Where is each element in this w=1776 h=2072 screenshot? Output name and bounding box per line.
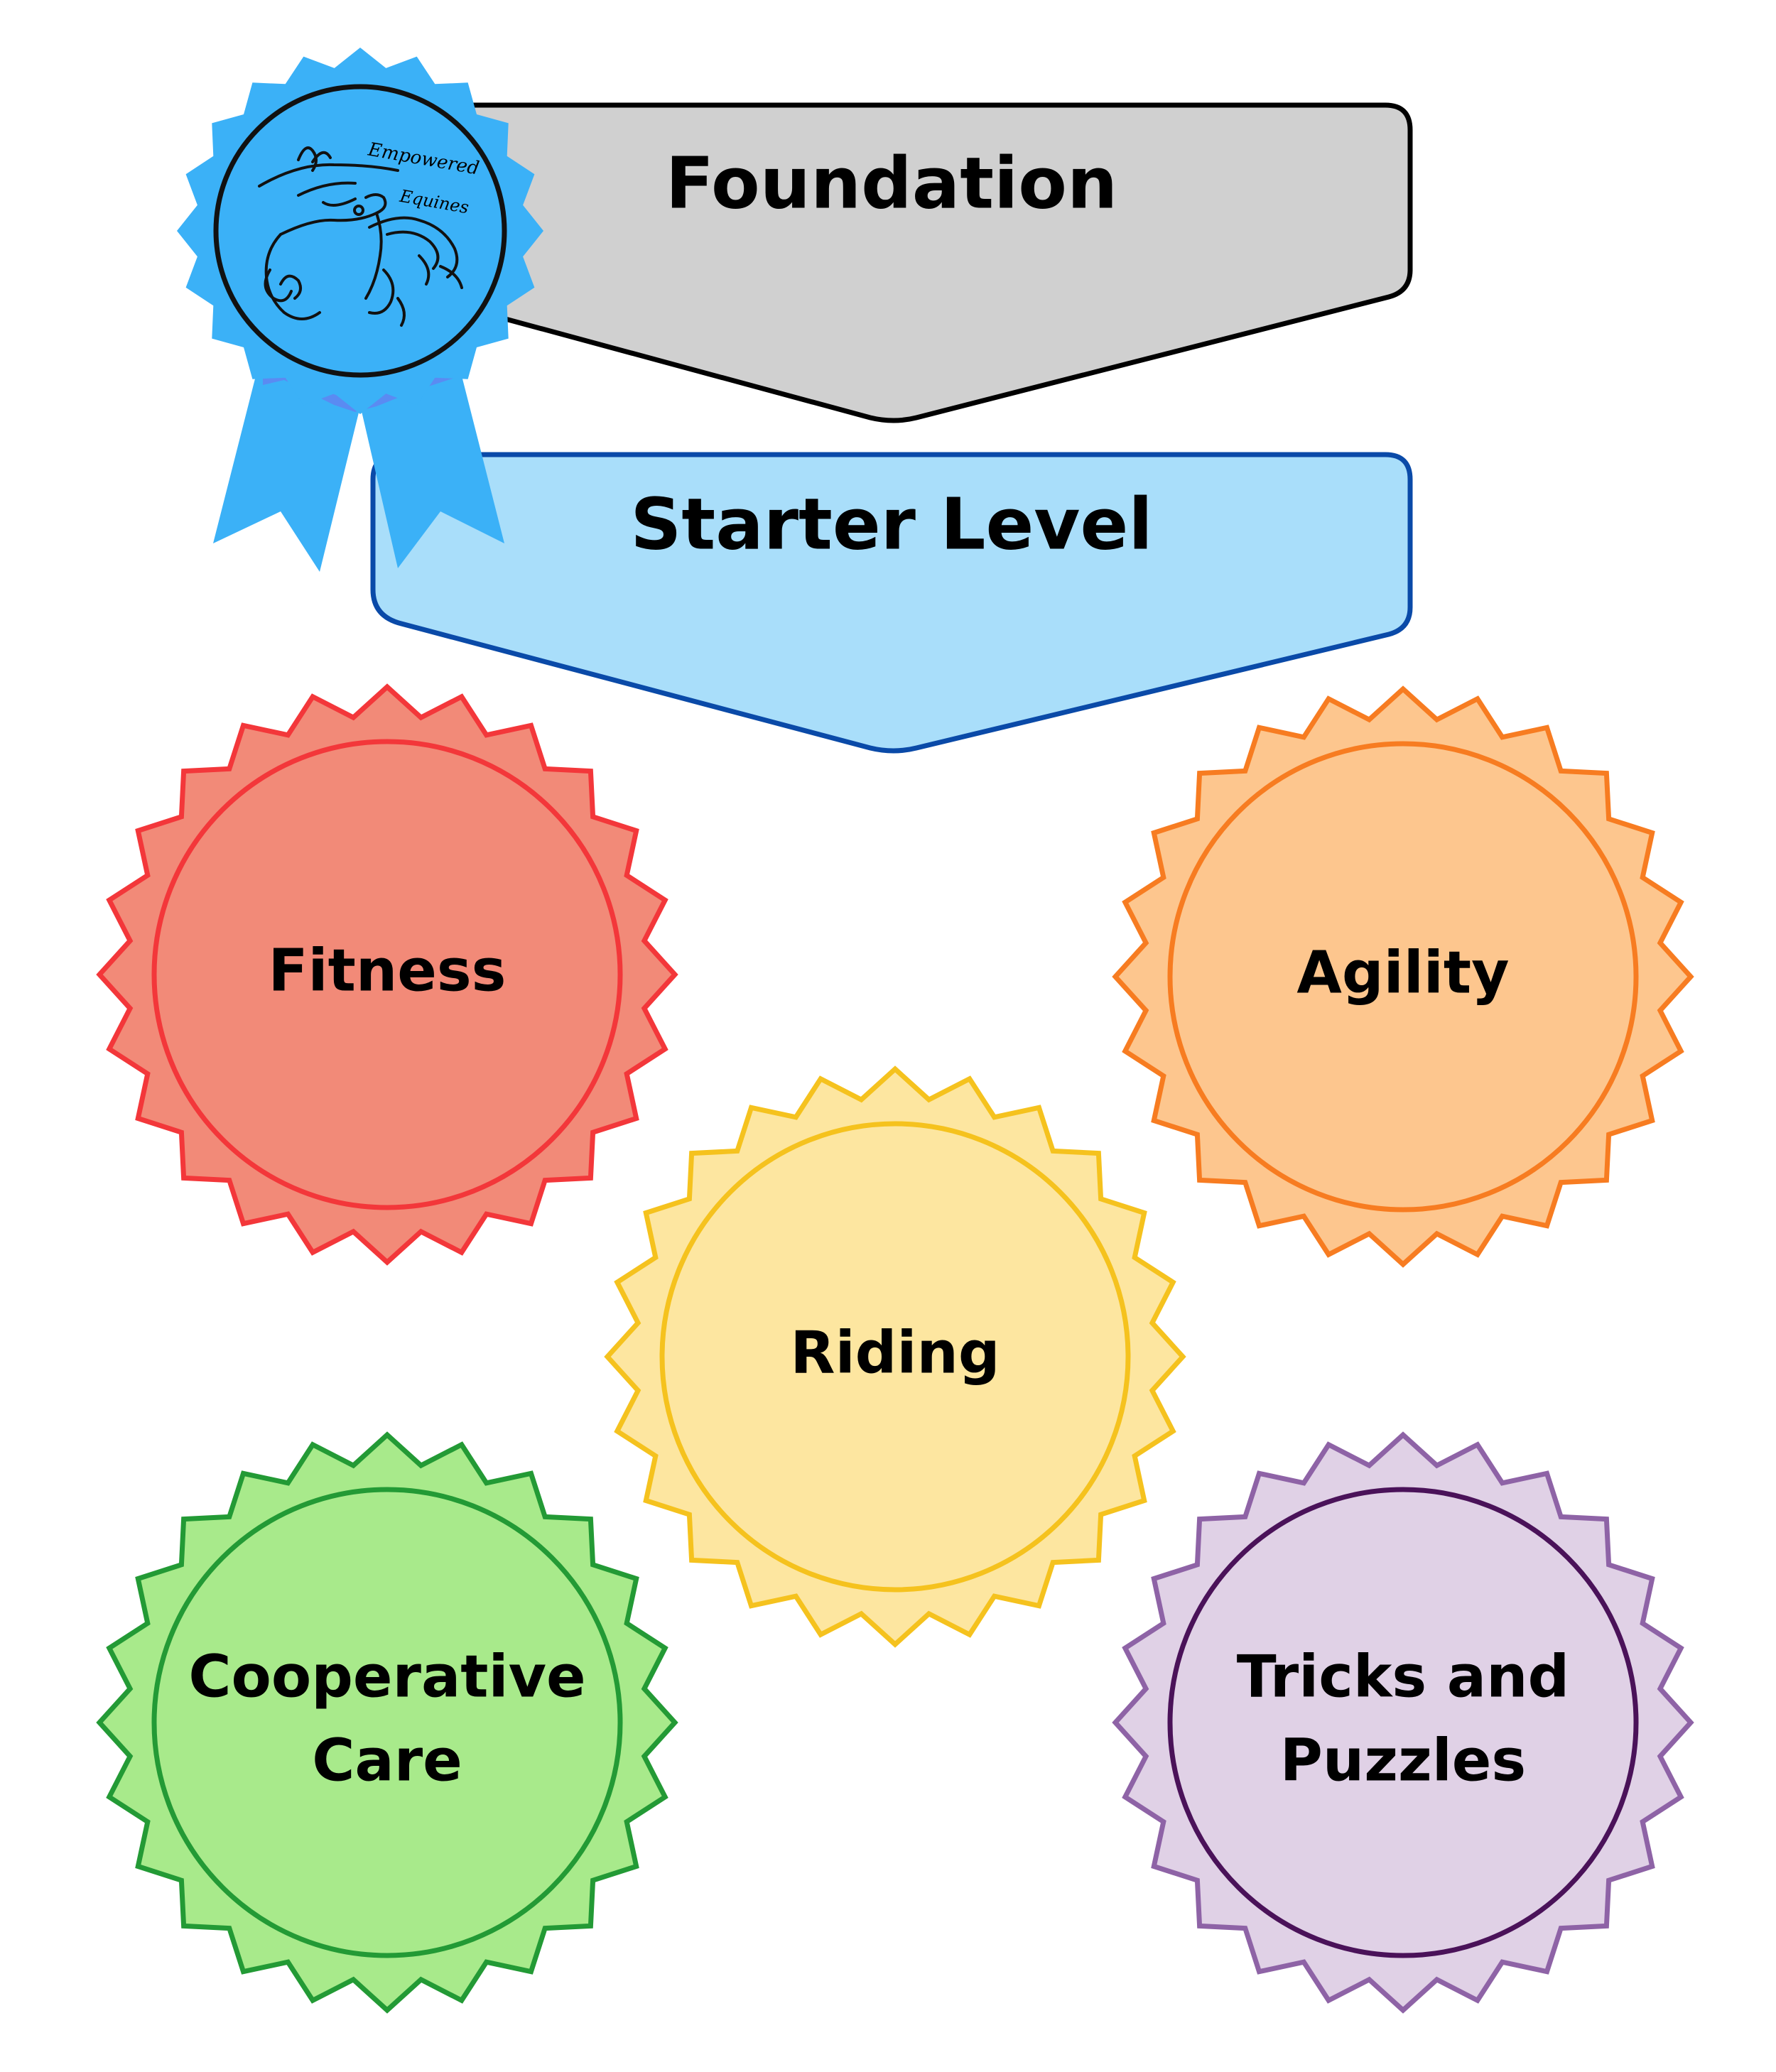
logo-inner-ring — [213, 84, 507, 378]
foundation-label: Foundation — [666, 141, 1117, 224]
starter-level-banner: Starter Level — [370, 452, 1413, 754]
badge-agility: Agility — [1112, 685, 1694, 1268]
starter-chevron-shape — [370, 452, 1413, 754]
badge-cooperative-care-circle — [151, 1487, 623, 1958]
ribbon-tail-right — [355, 348, 504, 568]
badge-riding: Riding — [604, 1065, 1186, 1648]
empowered-equines-ribbon-logo: Empowered Equines — [177, 48, 543, 572]
badge-tricks-and-puzzles-label-line-1: Tricks and — [1237, 1643, 1569, 1710]
foundation-level-banner: Foundation — [367, 102, 1413, 423]
badge-fitness-label-line-1: Fitness — [269, 937, 507, 1004]
badge-riding-label-line-1: Riding — [790, 1319, 1000, 1387]
badge-agility-label-line-1: Agility — [1296, 939, 1509, 1007]
badge-agility-circle — [1167, 741, 1639, 1213]
starter-level-label: Starter Level — [630, 482, 1152, 565]
badge-tricks-and-puzzles-circle — [1167, 1487, 1639, 1958]
badge-tricks-and-puzzles-label-line-2: Puzzles — [1280, 1727, 1526, 1794]
badge-cooperative-care-label-line-1: Cooperative — [188, 1643, 585, 1710]
badge-riding-circle — [659, 1121, 1131, 1593]
badge-fitness: Fitness — [96, 683, 678, 1266]
horse-head-icon — [258, 146, 463, 327]
badge-cooperative-care-label-line-2: Care — [312, 1727, 462, 1794]
rosette-scalloped-edge — [177, 48, 543, 414]
ribbon-tail-left — [213, 348, 366, 572]
badge-fitness-circle — [151, 739, 623, 1210]
